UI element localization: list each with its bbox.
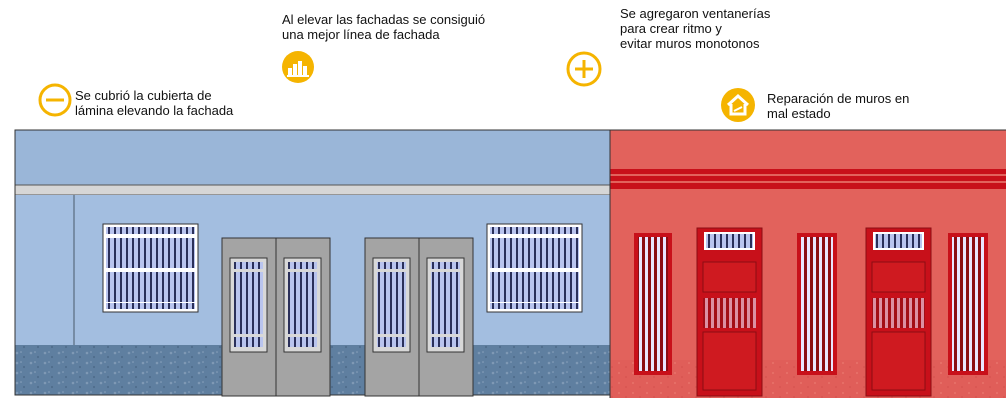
note-facade-line-2: una mejor línea de fachada [282,27,440,42]
note-windows-line-2: para crear ritmo y [620,21,722,36]
note-roof-line-1: Se cubrió la cubierta de [75,88,212,103]
red-window-3 [948,233,988,375]
note-windows-line-1: Se agregaron ventanerías [620,6,771,21]
note-walls-line-1: Reparación de muros en [767,91,910,106]
plus-circle-icon [566,51,602,87]
note-walls-line-2: mal estado [767,106,831,121]
note-windows: Se agregaron ventanerías para crear ritm… [620,6,770,51]
blue-window-right [486,223,583,313]
red-door-2 [865,227,932,397]
house-icon [721,88,755,122]
note-windows-line-3: evitar muros monotonos [620,36,760,51]
red-window-2 [797,233,837,375]
minus-circle-icon [38,83,72,117]
note-walls: Reparación de muros en mal estado [767,91,909,121]
red-door-1 [696,227,763,397]
note-roof-line-2: lámina elevando la fachada [75,103,234,118]
blue-door-right [364,237,474,397]
note-facade-height: Al elevar las fachadas se consiguió una … [282,12,485,42]
bar-chart-icon [282,51,314,83]
blue-window-left [102,223,199,313]
red-window-1 [634,233,672,375]
note-roof: Se cubrió la cubierta de lámina elevando… [75,88,233,118]
note-facade-line-1: Al elevar las fachadas se consiguió [282,12,486,27]
blue-door-left [221,237,331,397]
